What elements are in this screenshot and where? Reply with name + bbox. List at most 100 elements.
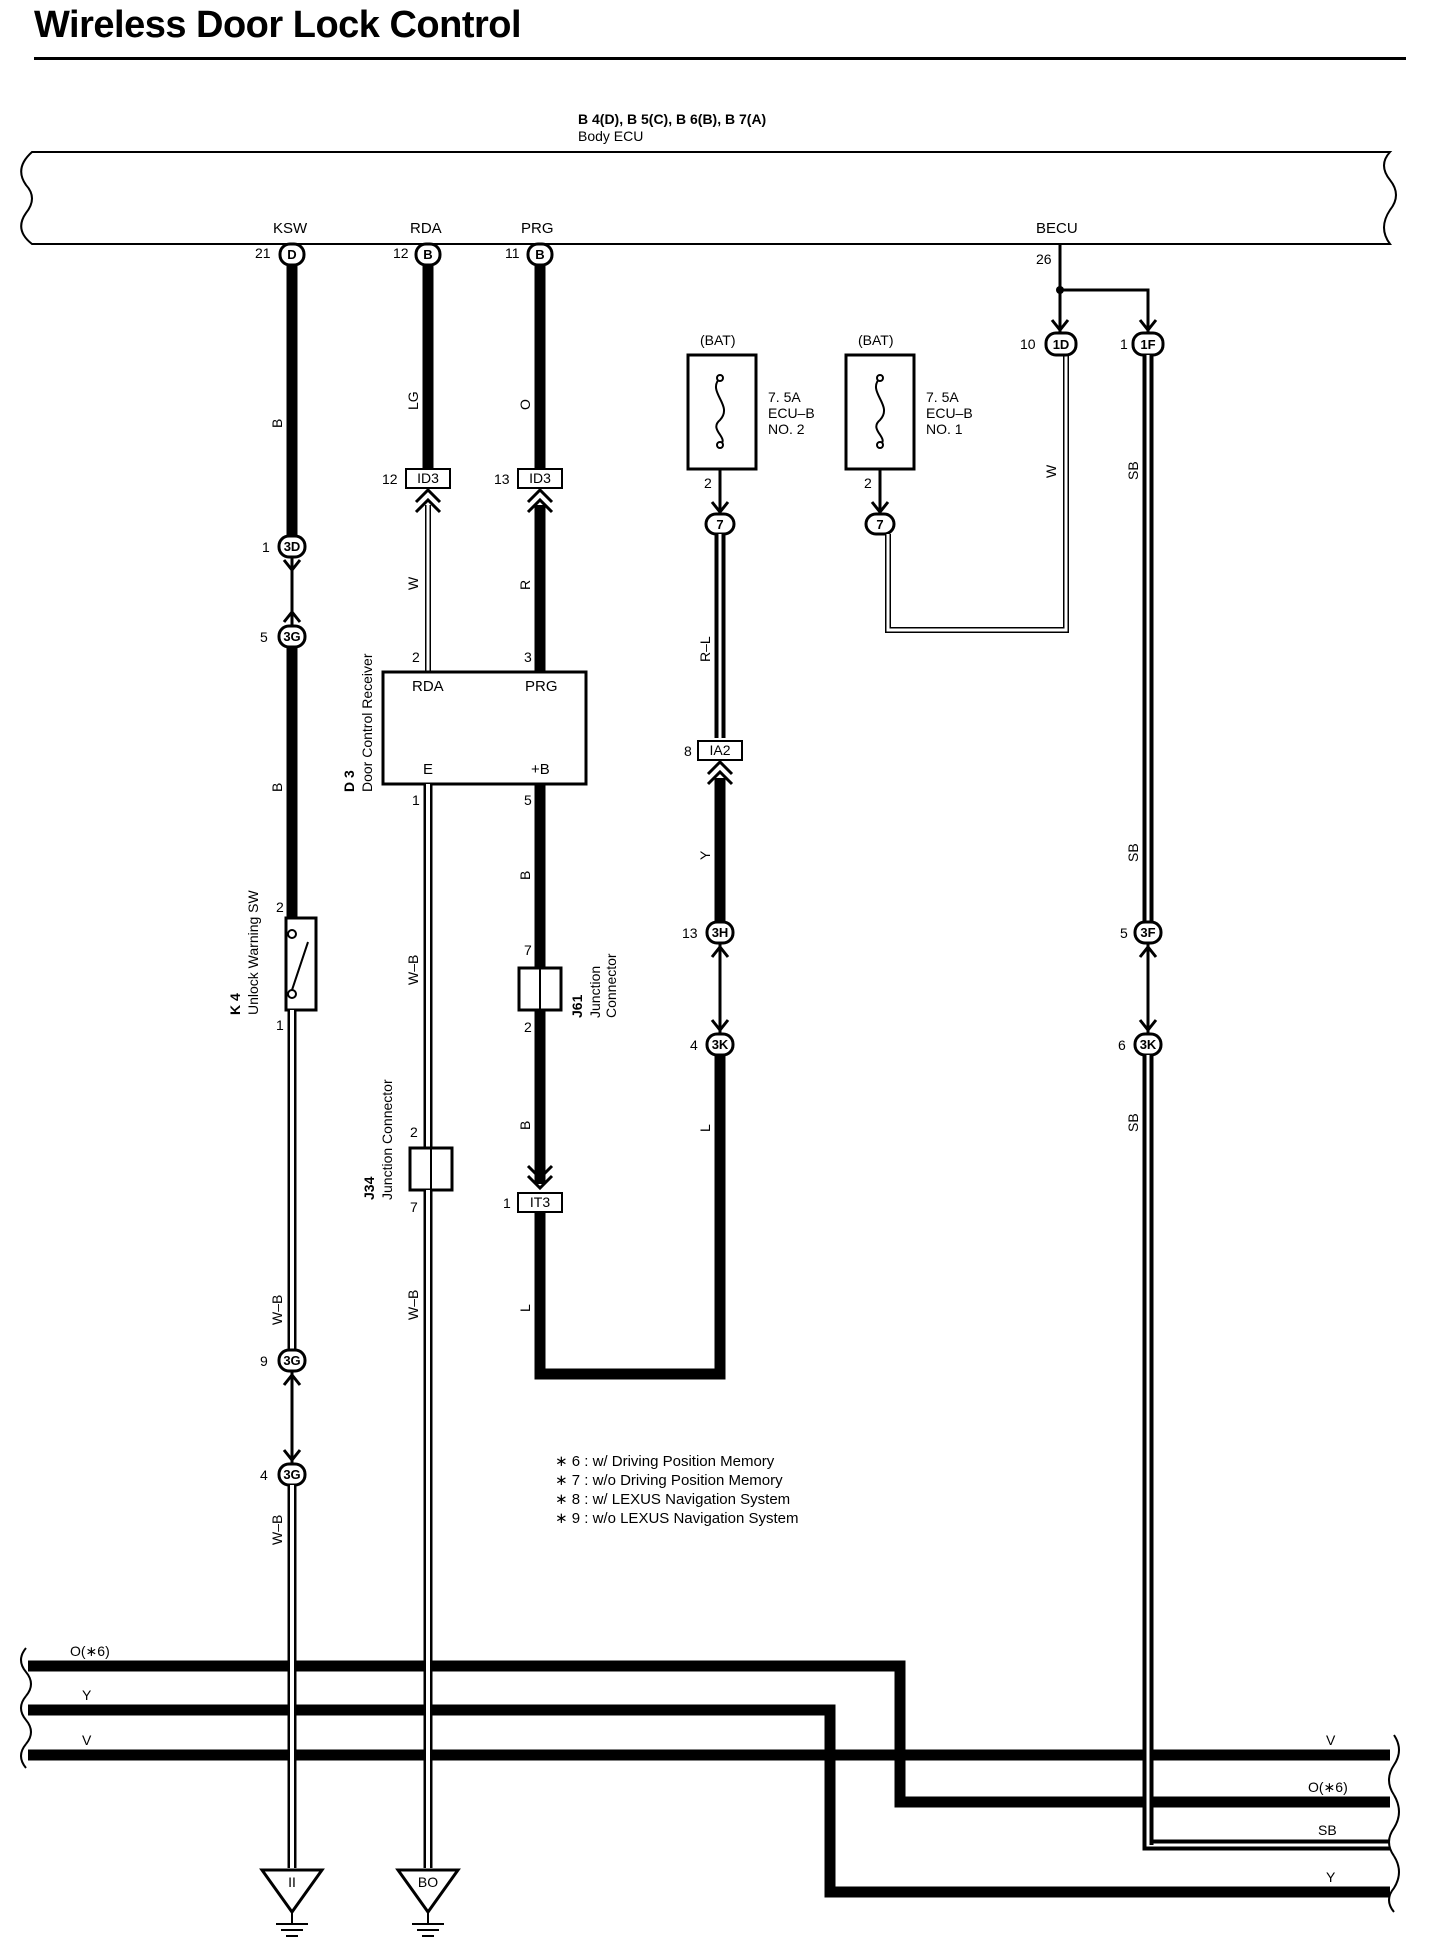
terminal-ksw-name: KSW xyxy=(273,220,308,237)
junction-7-fuse1-id: 7 xyxy=(876,517,883,532)
c3K-6-pin: 6 xyxy=(1118,1037,1126,1053)
fuse2-source: (BAT) xyxy=(700,332,736,348)
terminal-prg-conn-id: B xyxy=(535,247,544,262)
arrow-fuse1-down xyxy=(870,501,890,515)
arrow-3f-up xyxy=(1138,944,1158,958)
bus-left-y: Y xyxy=(82,1687,92,1703)
arrow-it3 xyxy=(526,1164,554,1191)
note-6: ∗ 6 : w/ Driving Position Memory xyxy=(555,1453,775,1470)
arrow-3g-up xyxy=(282,609,302,623)
terminal-rda-name: RDA xyxy=(410,220,442,237)
pin-26-becu: 26 xyxy=(1036,251,1052,267)
j61-pin-bot: 2 xyxy=(524,1019,532,1035)
fuse2-element xyxy=(714,377,726,446)
receiver-pin-e: 1 xyxy=(412,792,420,808)
receiver-pin-rda: 2 xyxy=(412,649,420,665)
wire-ksw-wb2-color: W–B xyxy=(269,1515,285,1545)
ground-bo-triangle xyxy=(395,1868,461,1915)
connector-it3-id: IT3 xyxy=(530,1194,550,1210)
fuse1-element xyxy=(874,377,886,446)
fuse1-name: ECU–B xyxy=(926,405,973,421)
j61-name1: Junction xyxy=(587,966,603,1018)
wire-rda-wb2-color: W–B xyxy=(405,1290,421,1320)
arrow-1d-down xyxy=(1050,319,1070,333)
j61-name2: Connector xyxy=(603,953,619,1018)
junction-7-fuse2-id: 7 xyxy=(716,517,723,532)
k4-pin-top: 2 xyxy=(276,899,284,915)
c3H-pin: 13 xyxy=(682,925,698,941)
page-title: Wireless Door Lock Control xyxy=(34,4,522,46)
c1F-pin: 1 xyxy=(1120,336,1128,352)
junction-7-fuse1 xyxy=(864,512,896,536)
wire-ksw-mid-color: B xyxy=(269,783,285,792)
bus-left-o: O(∗6) xyxy=(70,1643,110,1659)
wire-prg-b2-color: B xyxy=(517,1121,533,1130)
receiver-code: D 3 xyxy=(341,770,357,792)
fuse2-rating: 7. 5A xyxy=(768,389,801,405)
it3-pin: 1 xyxy=(503,1195,511,1211)
pin-21: 21 xyxy=(255,245,271,261)
c3F-pin: 5 xyxy=(1120,925,1128,941)
wire-prg-b1-color: B xyxy=(517,871,533,880)
fuse2-node-top xyxy=(716,374,724,382)
note-8: ∗ 8 : w/ LEXUS Navigation System xyxy=(555,1491,790,1508)
fuse1-pin: 2 xyxy=(864,475,872,491)
arrow-1f-down xyxy=(1138,319,1158,333)
terminal-prg-name: PRG xyxy=(521,220,554,237)
connector-3h-id: 3H xyxy=(712,925,729,940)
break-left-1 xyxy=(20,1647,32,1697)
note-7: ∗ 7 : w/o Driving Position Memory xyxy=(555,1472,783,1489)
wire-fuse2-l-color: L xyxy=(697,1124,713,1132)
wire-rda-mid-color: W xyxy=(405,576,421,590)
wire-rda-top-color: LG xyxy=(405,391,421,410)
wire-sb-bot-color: SB xyxy=(1125,1113,1141,1132)
fuse-ecu-b-no1 xyxy=(844,353,916,471)
connector-3g-9-id: 3G xyxy=(283,1353,300,1368)
j34-pin-bot: 7 xyxy=(410,1199,418,1215)
c3K-4-pin: 4 xyxy=(690,1037,698,1053)
bus-right-o: O(∗6) xyxy=(1308,1779,1348,1795)
bus-o xyxy=(28,1660,1390,1808)
wire-prg-top-color: O xyxy=(517,399,533,410)
wire-sb-mid-color: SB xyxy=(1125,843,1141,862)
bus-right-v: V xyxy=(1326,1732,1336,1748)
arrow-3k4-down xyxy=(710,1019,730,1033)
break-left-3 xyxy=(20,1743,27,1769)
connector-3k-4-id: 3K xyxy=(712,1037,729,1052)
k4-contact-bot xyxy=(287,989,297,999)
wire-sb-bot-inner xyxy=(1146,1055,1390,1847)
wire-prg-l-color: L xyxy=(517,1304,533,1312)
receiver-label-e: E xyxy=(423,761,433,778)
arrow-fuse2-down xyxy=(710,501,730,515)
c3G-5-pin: 5 xyxy=(260,629,268,645)
ground-ii-label: II xyxy=(288,1874,296,1890)
wire-fuse2-y-color: Y xyxy=(697,850,713,860)
fuse1-no: NO. 1 xyxy=(926,421,963,437)
k4-pin-bot: 1 xyxy=(276,1017,284,1033)
connector-id3-prg-id: ID3 xyxy=(529,470,551,486)
receiver-label-prg: PRG xyxy=(525,678,558,695)
connector-3k-6-id: 3K xyxy=(1140,1037,1157,1052)
terminal-becu-name: BECU xyxy=(1036,220,1078,237)
fuse1-source: (BAT) xyxy=(858,332,894,348)
j34-code: J34 xyxy=(361,1176,377,1200)
receiver-name: Door Control Receiver xyxy=(359,653,375,792)
wire-w-color: W xyxy=(1043,464,1059,478)
wire-becu-branch xyxy=(1060,288,1150,332)
terminal-ksw-conn-id: D xyxy=(287,247,296,262)
connector-ia2-id: IA2 xyxy=(709,742,730,758)
c3G-4-pin: 4 xyxy=(260,1467,268,1483)
ground-ii-triangle xyxy=(259,1868,325,1915)
fuse2-no: NO. 2 xyxy=(768,421,805,437)
c3G-9-pin: 9 xyxy=(260,1353,268,1369)
door-control-receiver xyxy=(381,670,588,786)
pin-12-rda: 12 xyxy=(393,245,409,261)
c1D-pin: 10 xyxy=(1020,336,1036,352)
j34-pin-top: 2 xyxy=(410,1124,418,1140)
wire-rda-wb1-color: W–B xyxy=(405,955,421,985)
break-right-3 xyxy=(1388,1855,1400,1913)
break-left-2 xyxy=(20,1695,32,1745)
break-right-2 xyxy=(1388,1794,1400,1857)
receiver-label-rda: RDA xyxy=(412,678,444,695)
